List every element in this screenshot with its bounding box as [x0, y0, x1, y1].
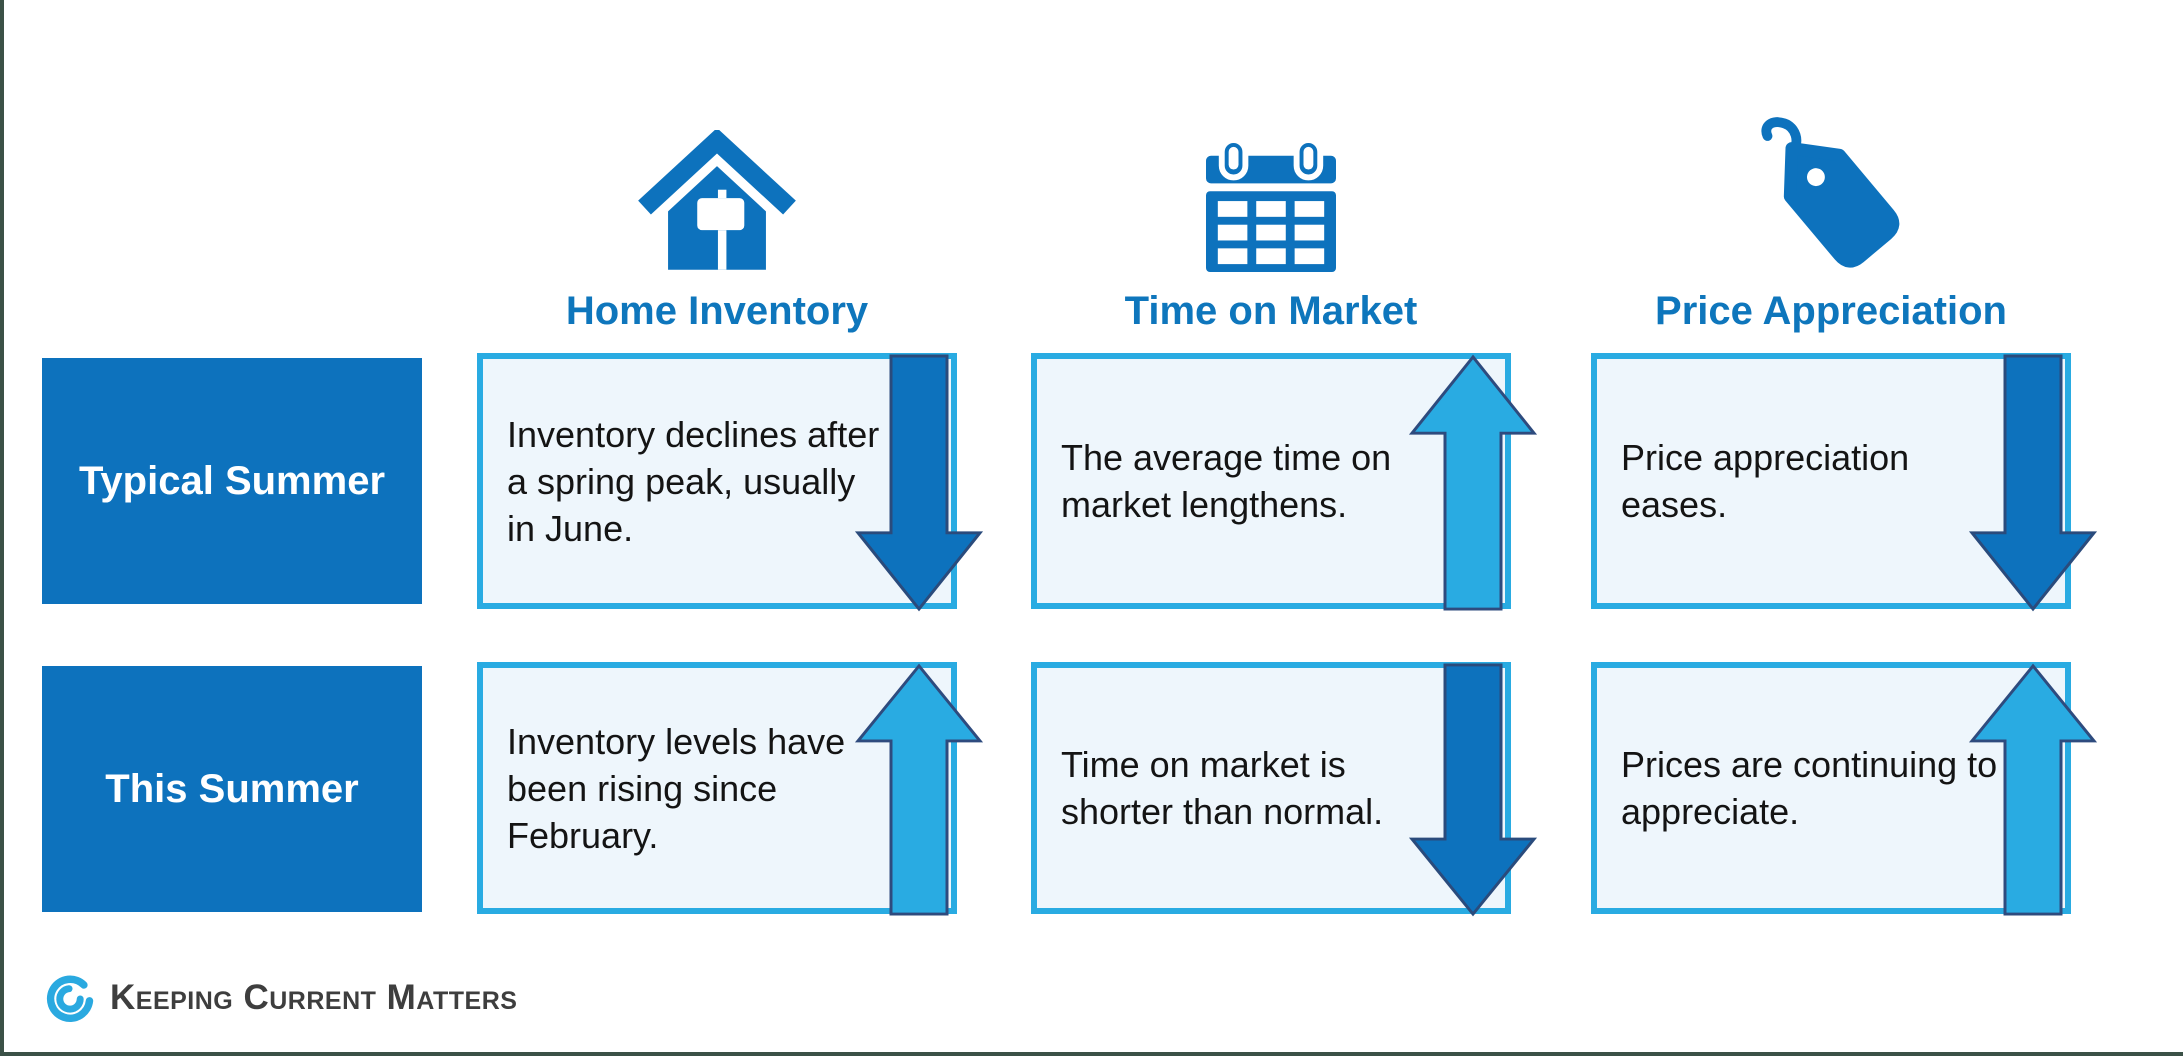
cell-text: Prices are continuing to appreciate. [1621, 744, 1998, 832]
cell-typical-time-on-market: The average time on market lengthens. [1031, 353, 1538, 611]
up-arrow-icon [854, 663, 984, 916]
down-arrow-icon [1408, 663, 1538, 917]
cell-this-time-on-market: Time on market is shorter than normal. [1031, 662, 1538, 917]
cell-text: Time on market is shorter than normal. [1061, 744, 1384, 832]
column-label: Price Appreciation [1655, 289, 2007, 333]
row-label-typical-summer: Typical Summer [42, 358, 422, 604]
row-label-this-summer: This Summer [42, 666, 422, 912]
down-arrow-icon [1968, 354, 2098, 612]
column-label: Time on Market [1124, 289, 1418, 333]
column-header-home-inventory: Home Inventory [477, 88, 957, 332]
kcm-logo: Keeping Current Matters [44, 972, 517, 1024]
cell-text: The average time on market lengthens. [1061, 437, 1392, 525]
down-arrow-icon [854, 354, 984, 612]
cell-typical-price-appreciation: Price appreciation eases. [1591, 353, 2098, 612]
up-arrow-icon [1408, 354, 1538, 611]
column-header-time-on-market: Time on Market [1031, 88, 1511, 332]
cell-this-home-inventory: Inventory levels have been rising since … [477, 662, 984, 916]
cell-text: Inventory levels have been rising since … [507, 720, 846, 856]
calendar-icon [1206, 140, 1336, 272]
column-label: Home Inventory [565, 289, 869, 333]
cell-this-price-appreciation: Prices are continuing to appreciate. [1591, 662, 2098, 916]
column-header-price-appreciation: Price Appreciation [1591, 88, 2071, 332]
up-arrow-icon [1968, 663, 2098, 916]
cell-text: Price appreciation eases. [1621, 437, 1910, 525]
cell-typical-home-inventory: Inventory declines after a spring peak, … [477, 353, 984, 612]
price-tag-icon [1761, 117, 1900, 268]
cell-text: Inventory declines after a spring peak, … [507, 413, 880, 549]
house-icon [638, 130, 796, 270]
kcm-logo-text: Keeping Current Matters [110, 978, 518, 1017]
kcm-swirl-icon [46, 975, 94, 1022]
